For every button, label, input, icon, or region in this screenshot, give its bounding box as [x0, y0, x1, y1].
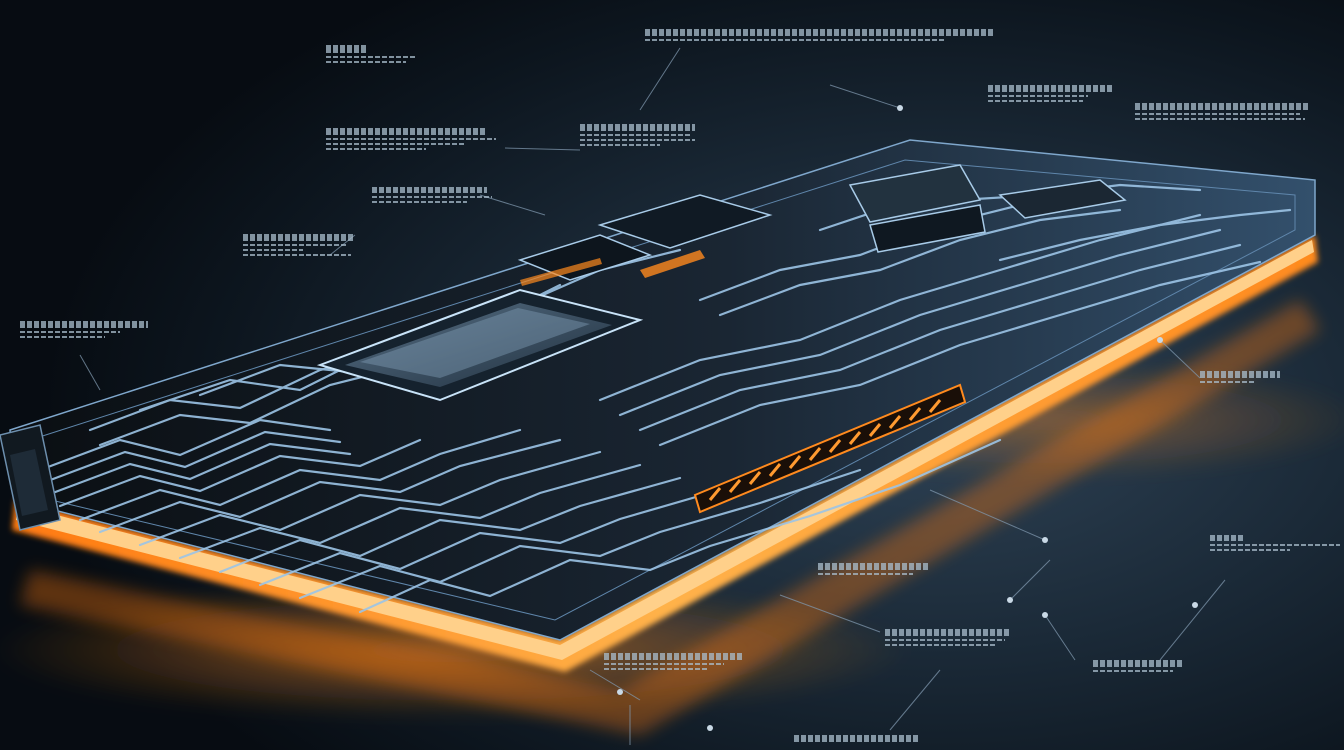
callout-lines [79, 47, 1226, 745]
io-bracket [0, 424, 61, 531]
callout-label [1135, 100, 1315, 123]
callout-label [580, 121, 700, 149]
callout-label [372, 184, 492, 206]
callout-label [326, 125, 496, 153]
callout-label [794, 732, 924, 745]
callout-label [20, 318, 150, 341]
callout-label [326, 42, 416, 66]
callout-label [1200, 368, 1285, 386]
board-glow-edge [12, 235, 1318, 672]
callout-label [604, 650, 749, 673]
main-chip [316, 288, 644, 402]
callout-label [885, 626, 1015, 649]
callout-label [818, 560, 933, 578]
callout-label [645, 26, 995, 44]
component-blocks [517, 164, 1127, 281]
callout-dots [617, 105, 1198, 731]
callout-label [243, 231, 358, 259]
vent-fins [520, 250, 967, 514]
callout-label [1093, 657, 1188, 675]
callout-label [988, 82, 1113, 105]
callout-label [1210, 532, 1344, 554]
